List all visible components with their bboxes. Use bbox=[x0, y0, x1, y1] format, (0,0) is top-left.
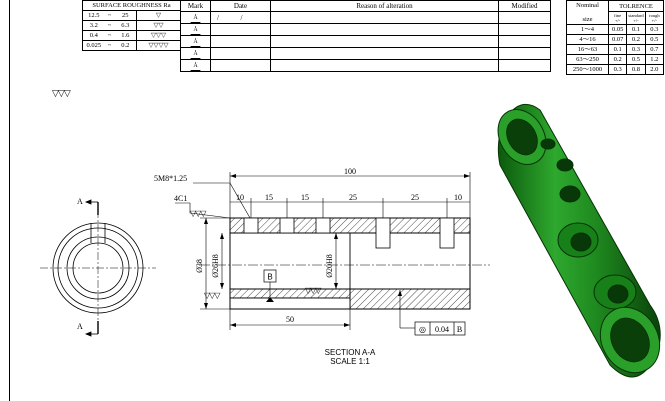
end-view bbox=[40, 199, 156, 337]
tolerance-table: Nominal size TOLRENCE fine+/- standard+/… bbox=[566, 0, 665, 75]
segment-dim: 10 bbox=[454, 193, 462, 202]
section-scale: SCALE 1:1 bbox=[330, 357, 370, 366]
revision-row: A bbox=[180, 59, 551, 72]
finish-symbol-bore: ▽▽▽ bbox=[305, 286, 322, 295]
dimension-arrows bbox=[204, 174, 470, 327]
sheet-border bbox=[9, 0, 10, 401]
thread-callout: 5M8*1.25 bbox=[154, 174, 187, 183]
finish-symbol: ▽▽▽ bbox=[190, 209, 207, 218]
segment-dim: 15 bbox=[265, 193, 273, 202]
outer-diameter-dim: Ø38 bbox=[195, 259, 204, 273]
bore-diameter-dim: Ø26H8 bbox=[211, 254, 220, 278]
section-title: SECTION A-A bbox=[325, 348, 376, 357]
segment-dim: 25 bbox=[349, 193, 357, 202]
tol-title: TOLRENCE bbox=[608, 0, 664, 13]
section-view bbox=[200, 217, 490, 310]
bore-diameter-2-dim: Ø20H8 bbox=[325, 254, 334, 278]
dimensions bbox=[175, 172, 471, 330]
revision-table: Mark Date Reason of alteration Modified … bbox=[180, 0, 551, 72]
overall-length-dim: 100 bbox=[344, 167, 356, 176]
datum-b-label: B bbox=[267, 273, 272, 282]
general-finish-symbol: ▽▽▽ bbox=[52, 88, 71, 98]
section-mark-top: A bbox=[77, 197, 83, 206]
segment-dim: 15 bbox=[301, 193, 309, 202]
tol-size-label: size bbox=[582, 16, 593, 23]
finish-symbol-bottom: ▽▽▽ bbox=[204, 291, 221, 300]
fcf-datum: B bbox=[457, 325, 462, 334]
tol-nominal-label: Nominal bbox=[576, 2, 599, 9]
chamfer-callout: 4C1 bbox=[174, 194, 187, 203]
revision-mark: A bbox=[180, 47, 211, 60]
length-50-dim: 50 bbox=[286, 315, 294, 324]
segment-dim: 25 bbox=[411, 193, 419, 202]
part-3d-view bbox=[497, 103, 661, 378]
section-mark-bottom: A bbox=[77, 322, 83, 331]
fcf-tolerance: 0.04 bbox=[435, 325, 449, 334]
roughness-row: 0.025 ~ 0.2 ▽▽▽▽ bbox=[82, 40, 181, 51]
revision-row: A bbox=[180, 23, 551, 36]
feature-control-frame: ◎ 0.04 B bbox=[414, 321, 466, 336]
segment-dim: 10 bbox=[236, 193, 244, 202]
surface-roughness-table: SURFACE ROUGHNESS Ra 12.5 ~ 25 ▽ 3.2 ~ 6… bbox=[82, 0, 181, 51]
concentricity-icon: ◎ bbox=[419, 325, 426, 334]
